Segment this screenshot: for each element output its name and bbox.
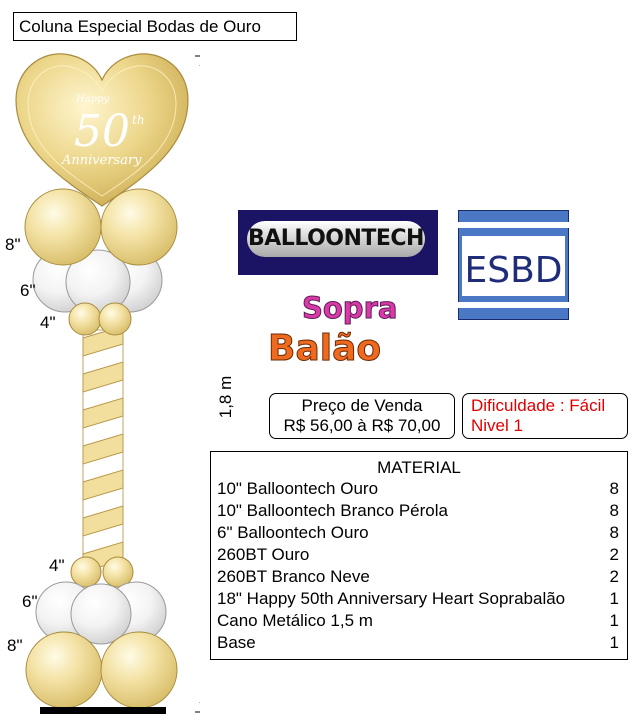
heart-text-th: th (132, 113, 145, 127)
soprabalao-logo: Sopra Balão (268, 291, 398, 369)
page-title: Coluna Especial Bodas de Ouro (13, 12, 297, 41)
height-label: 1,8 m (206, 362, 246, 432)
heart-text-50: 50 (74, 106, 130, 157)
material-row: 260BT Ouro 2 (211, 544, 627, 566)
material-item-qty: 2 (609, 545, 619, 564)
material-item-name: 10" Balloontech Ouro (217, 479, 379, 498)
size-label-top-6: 6" (20, 281, 36, 300)
material-row: 260BT Branco Neve 2 (211, 566, 627, 588)
material-item-name: 18" Happy 50th Anniversary Heart Sopraba… (217, 589, 566, 608)
material-item-qty: 1 (609, 611, 619, 630)
material-item-name: Base (217, 633, 256, 652)
size-label-bottom-6: 6" (22, 592, 38, 611)
material-item-qty: 2 (609, 567, 619, 586)
material-item-qty: 1 (609, 589, 619, 608)
height-value: 1,8 m (216, 375, 235, 419)
size-label-top-4: 4" (40, 313, 56, 332)
soprabalao-logo-sopra: Sopra (302, 291, 397, 325)
material-item-name: 10" Balloontech Branco Pérola (217, 501, 448, 520)
material-row: 6" Balloontech Ouro 8 (211, 522, 627, 544)
size-label-top-8: 8" (5, 235, 21, 254)
material-row: 10" Balloontech Ouro 8 (211, 478, 627, 500)
heart-text-anniversary: Anniversary (61, 153, 142, 168)
material-row: Cano Metálico 1,5 m 1 (211, 610, 627, 632)
size-label-bottom-8: 8" (7, 636, 23, 655)
material-item-qty: 8 (609, 479, 619, 498)
material-item-name: 6" Balloontech Ouro (217, 523, 369, 542)
material-item-qty: 8 (609, 523, 619, 542)
heart-balloon: Happy 50 th Anniversary (15, 53, 189, 207)
twisted-column (82, 325, 124, 573)
balloontech-logo-pill: BALLOONTECH (247, 221, 425, 257)
size-label-bottom-4: 4" (49, 556, 65, 575)
material-title: MATERIAL (377, 458, 461, 477)
height-dimension-line (195, 55, 200, 713)
soprabalao-logo-balao: Balão (268, 328, 381, 368)
material-row: Base 1 (211, 632, 627, 654)
material-item-qty: 8 (609, 501, 619, 520)
difficulty-label: Dificuldade : Fácil (471, 396, 606, 415)
material-item-name: Cano Metálico 1,5 m (217, 611, 373, 630)
esbd-logo: ESBD (458, 210, 569, 320)
material-row: 10" Balloontech Branco Pérola 8 (211, 500, 627, 522)
price-label: Preço de Venda (301, 396, 423, 415)
bottom-cluster (25, 556, 178, 709)
balloontech-logo-text: BALLOONTECH (248, 226, 424, 251)
column-base (40, 707, 166, 714)
price-value: R$ 56,00 à R$ 70,00 (283, 416, 441, 435)
material-item-name: 260BT Branco Neve (217, 567, 370, 586)
material-box: MATERIAL 10" Balloontech Ouro 8 10" Ball… (210, 451, 628, 660)
esbd-logo-text: ESBD (464, 250, 562, 291)
difficulty-box: Dificuldade : Fácil Nivel 1 (462, 393, 628, 439)
material-row: 18" Happy 50th Anniversary Heart Sopraba… (211, 588, 627, 610)
heart-text-happy: Happy (75, 94, 109, 105)
difficulty-level: Nivel 1 (471, 416, 523, 435)
balloontech-logo: BALLOONTECH (238, 210, 438, 275)
top-cluster (24, 188, 178, 336)
price-box: Preço de Venda R$ 56,00 à R$ 70,00 (269, 393, 455, 439)
balloon-column-illustration: Happy 50 th Anniversary (15, 53, 200, 714)
material-item-name: 260BT Ouro (217, 545, 310, 564)
material-item-qty: 1 (609, 633, 619, 652)
